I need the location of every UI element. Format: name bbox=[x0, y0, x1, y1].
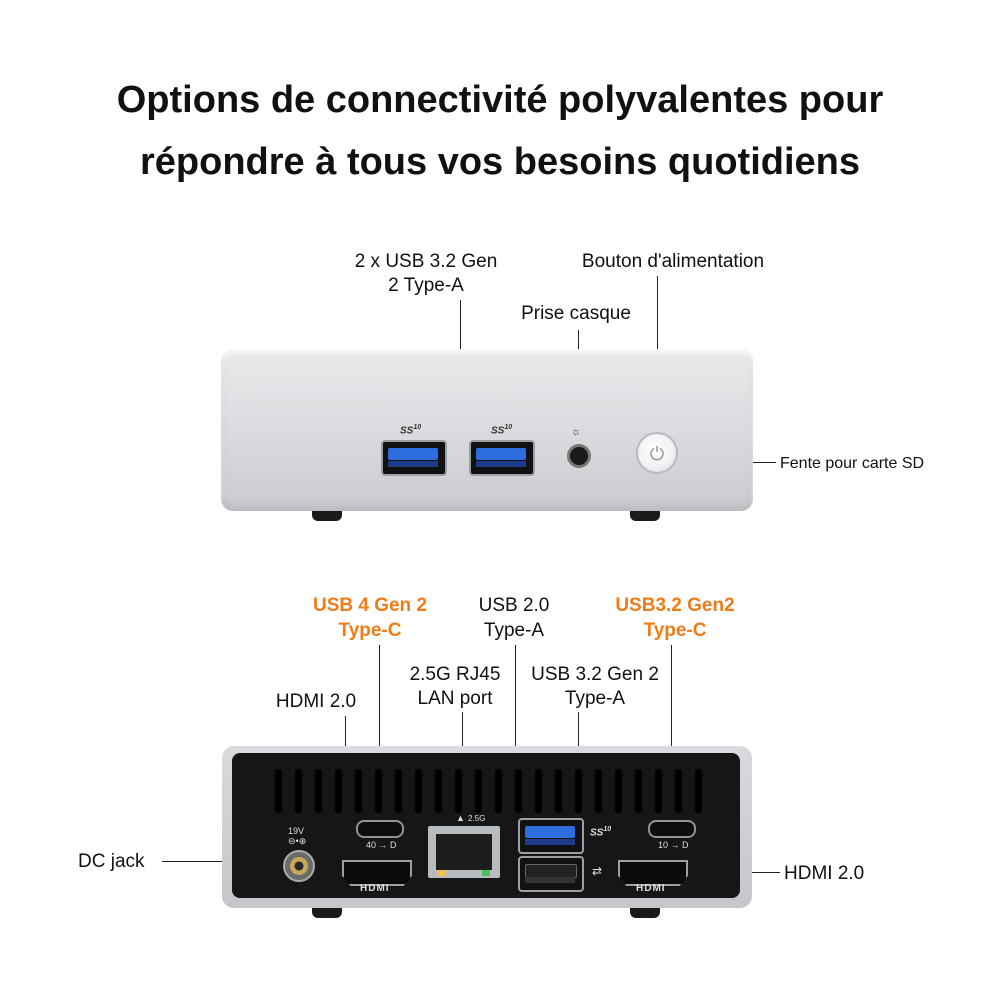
lan-speed-mark: 2.5G bbox=[468, 814, 486, 823]
dc-voltage-mark: 19V bbox=[288, 826, 305, 836]
rear-foot-right bbox=[630, 908, 660, 918]
rear-usb32-type-a-port[interactable] bbox=[518, 818, 584, 854]
dc-polarity-icon: ⊖•⊕ bbox=[288, 836, 307, 846]
usb32c-label-line1: USB3.2 Gen2 bbox=[615, 595, 735, 616]
usb32c-label-line2: Type-C bbox=[643, 620, 707, 641]
vent-slot bbox=[634, 768, 643, 814]
vent-slot bbox=[374, 768, 383, 814]
hdmi-left-port[interactable] bbox=[342, 860, 412, 886]
front-usb-a-port-2[interactable] bbox=[469, 440, 535, 476]
vent-slot bbox=[414, 768, 423, 814]
vent-slot bbox=[454, 768, 463, 814]
vent-slot bbox=[274, 768, 283, 814]
vent-slot bbox=[394, 768, 403, 814]
usb4-label-line1: USB 4 Gen 2 bbox=[312, 595, 428, 616]
vent-slot bbox=[594, 768, 603, 814]
leader-line-usb4 bbox=[379, 645, 380, 823]
hdmi-right-logo: HDMI bbox=[636, 883, 666, 894]
usb-ss-logo-rear: SS10 bbox=[590, 826, 612, 839]
hdmi-right-port[interactable] bbox=[618, 860, 688, 886]
vent-slot bbox=[474, 768, 483, 814]
usb32a-label-line2: Type-A bbox=[564, 688, 626, 709]
usb32-type-c-port[interactable] bbox=[648, 820, 696, 838]
rear-usb20-type-a-port[interactable] bbox=[518, 856, 584, 892]
usb4-label-line2: Type-C bbox=[338, 620, 402, 641]
usb4-type-c-port[interactable] bbox=[356, 820, 404, 838]
usb32a-label-line1: USB 3.2 Gen 2 bbox=[531, 664, 659, 685]
rj45-lan-port[interactable] bbox=[428, 826, 500, 878]
dc-jack-port[interactable] bbox=[283, 850, 315, 882]
vent-slot bbox=[674, 768, 683, 814]
usb20-label-line1: USB 2.0 bbox=[478, 595, 550, 616]
vent-slot bbox=[614, 768, 623, 814]
sd-slot-label: Fente pour carte SD bbox=[780, 455, 925, 472]
network-icon: ▲ bbox=[456, 813, 465, 823]
usb20-label-line2: Type-A bbox=[483, 620, 545, 641]
usb-icon: ⇄ bbox=[592, 864, 603, 878]
vent-slot bbox=[554, 768, 563, 814]
vent-slot bbox=[354, 768, 363, 814]
vent-slot bbox=[434, 768, 443, 814]
vent-slot bbox=[514, 768, 523, 814]
hdmi-left-label: HDMI 2.0 bbox=[275, 691, 357, 712]
dc-jack-label: DC jack bbox=[78, 851, 145, 872]
headphone-icon: ☼ bbox=[571, 426, 582, 438]
vent-slot bbox=[294, 768, 303, 814]
headline-line-2: répondre à tous vos besoins quotidiens bbox=[140, 141, 860, 183]
hdmi-left-logo: HDMI bbox=[360, 883, 390, 894]
leader-line-usb32c bbox=[671, 645, 672, 823]
vent-slot bbox=[334, 768, 343, 814]
usb4-mark: 40 → D bbox=[366, 840, 397, 850]
lan-label-line1: 2.5G RJ45 bbox=[409, 664, 501, 685]
headphone-jack[interactable] bbox=[567, 444, 591, 468]
front-usb-label-line1: 2 x USB 3.2 Gen bbox=[354, 251, 498, 272]
headphone-jack-label: Prise casque bbox=[521, 303, 631, 324]
power-button-label: Bouton d'alimentation bbox=[581, 251, 765, 272]
lan-label-line2: LAN port bbox=[417, 688, 493, 709]
front-panel bbox=[221, 349, 753, 511]
hdmi-right-label: HDMI 2.0 bbox=[784, 863, 865, 884]
usbc-right-mark: 10 → D bbox=[658, 840, 689, 850]
vent-slot bbox=[654, 768, 663, 814]
vent-slot bbox=[534, 768, 543, 814]
power-icon bbox=[650, 446, 664, 461]
front-usb-label-line2: 2 Type-A bbox=[388, 275, 464, 296]
usb-ss-logo-left: SS10 bbox=[400, 424, 422, 437]
vent-slot bbox=[494, 768, 503, 814]
usb-ss-logo-right: SS10 bbox=[491, 424, 513, 437]
vent-slot bbox=[574, 768, 583, 814]
vent-slot bbox=[314, 768, 323, 814]
headline-line-1: Options de connectivité polyvalentes pou… bbox=[116, 79, 884, 121]
front-usb-a-port-1[interactable] bbox=[381, 440, 447, 476]
front-foot-left bbox=[312, 511, 342, 521]
leader-line-sd bbox=[752, 462, 776, 463]
vent-slot bbox=[694, 768, 703, 814]
power-button[interactable] bbox=[636, 432, 678, 474]
front-foot-right bbox=[630, 511, 660, 521]
rear-foot-left bbox=[312, 908, 342, 918]
